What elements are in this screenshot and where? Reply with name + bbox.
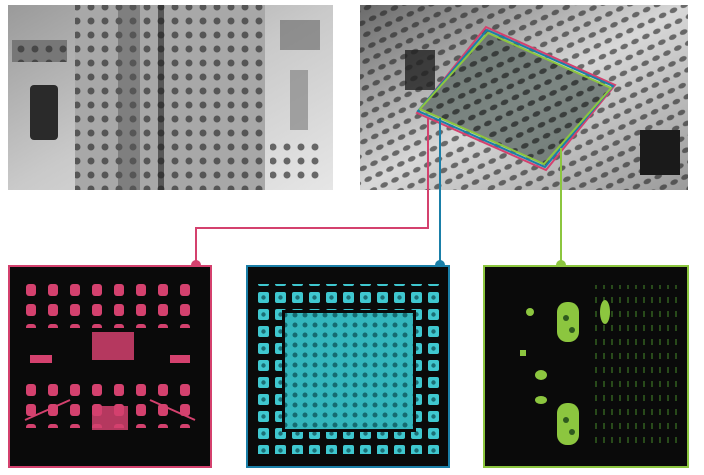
slice-panel-blue	[246, 265, 450, 468]
slice-outline-blue	[416, 28, 615, 169]
xray-3d-oblique-view	[360, 5, 688, 190]
slice-outline-green	[418, 31, 613, 166]
slice-panel-pink	[8, 265, 212, 468]
slice-panel-green	[483, 265, 689, 468]
xray-2d-top-view	[8, 5, 333, 190]
connector-pink	[195, 118, 429, 265]
